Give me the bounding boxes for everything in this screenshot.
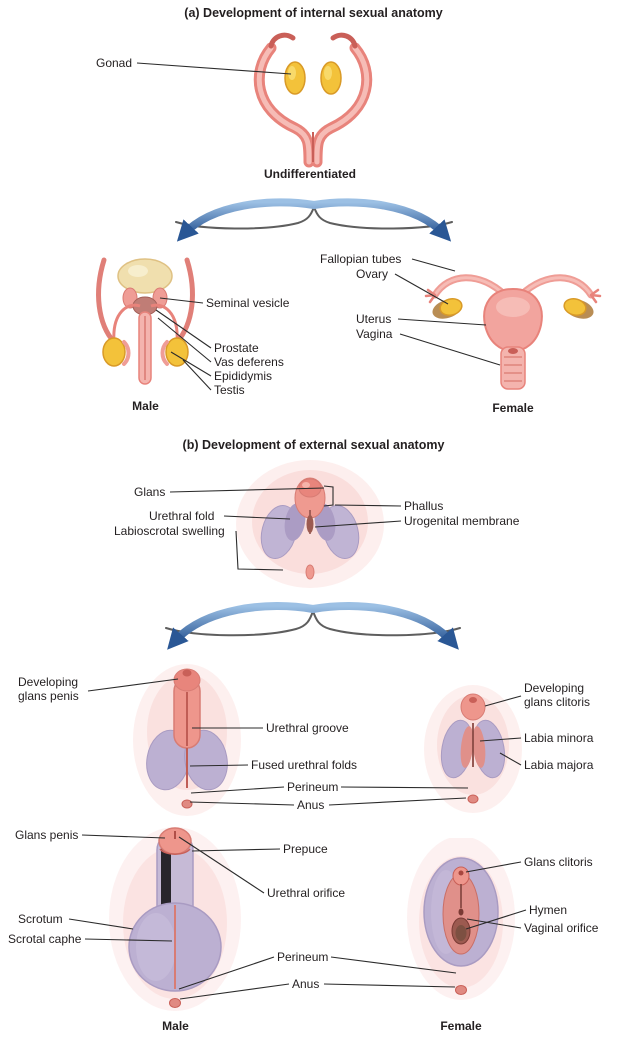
label-fused-urethral-folds: Fused urethral folds bbox=[251, 758, 358, 772]
labia-minora-left bbox=[460, 726, 474, 768]
label-hymen: Hymen bbox=[529, 903, 568, 917]
duct-left bbox=[96, 257, 117, 345]
cervix bbox=[508, 348, 518, 354]
label-fallopian-tubes: Fallopian tubes bbox=[320, 252, 402, 266]
label-developing-glans-clitoris: Developing glans clitoris bbox=[524, 681, 591, 710]
section-b-title: (b) Development of external sexual anato… bbox=[182, 438, 445, 452]
label-urethral-fold: Urethral fold bbox=[149, 509, 215, 523]
vas-deferens-left bbox=[112, 303, 141, 343]
arrow-left-icon bbox=[167, 602, 317, 650]
uterus-highlight bbox=[496, 297, 530, 317]
male-final-figure bbox=[109, 827, 241, 1011]
label-urogenital-membrane: Urogenital membrane bbox=[404, 514, 520, 528]
label-scrotal-raphe: Scrotal caphe bbox=[8, 932, 82, 946]
duct-hook-left bbox=[268, 32, 296, 49]
fimbriae-right bbox=[589, 288, 602, 304]
glans-clitoris bbox=[452, 866, 470, 886]
label-labioscrotal-swelling: Labioscrotal swelling bbox=[114, 524, 225, 538]
undifferentiated-internal-figure bbox=[253, 32, 373, 168]
label-uterus: Uterus bbox=[356, 312, 392, 326]
female-final-figure bbox=[407, 838, 515, 1000]
caption-male-final: Male bbox=[162, 1019, 189, 1033]
label-anus-final: Anus bbox=[292, 977, 320, 991]
glans-tip bbox=[182, 669, 192, 677]
anus bbox=[181, 799, 193, 809]
anus bbox=[467, 794, 479, 804]
caption-female-final: Female bbox=[440, 1019, 482, 1033]
arrow-left-icon bbox=[176, 198, 318, 242]
branch-arrows-a bbox=[175, 198, 453, 242]
arrow-right-icon bbox=[310, 198, 452, 242]
label-vas-deferens: Vas deferens bbox=[214, 355, 284, 369]
label-labia-minora: Labia minora bbox=[524, 731, 594, 745]
duct-right bbox=[174, 257, 195, 345]
ovary-right bbox=[563, 298, 587, 316]
label-labia-majora: Labia majora bbox=[524, 758, 594, 772]
gonad-left bbox=[284, 61, 306, 95]
testis-left bbox=[102, 337, 126, 367]
female-internal-figure bbox=[424, 274, 602, 390]
label-testis: Testis bbox=[214, 383, 245, 397]
gonad-right bbox=[320, 61, 342, 95]
undifferentiated-external-figure bbox=[236, 460, 384, 588]
gonad-highlight bbox=[288, 66, 296, 80]
bladder-highlight bbox=[128, 265, 148, 277]
gonad-highlight bbox=[324, 66, 332, 80]
label-urethral-orifice: Urethral orifice bbox=[267, 886, 346, 900]
label-phallus: Phallus bbox=[404, 499, 444, 513]
label-glans-clitoris: Glans clitoris bbox=[524, 855, 593, 869]
female-intermediate-figure bbox=[424, 685, 522, 813]
labia-minora-right bbox=[472, 726, 486, 768]
label-vagina: Vagina bbox=[356, 327, 393, 341]
label-ovary: Ovary bbox=[356, 267, 389, 281]
label-anus-mid: Anus bbox=[297, 798, 325, 812]
male-internal-figure bbox=[96, 257, 195, 385]
scrotum-highlight bbox=[136, 913, 176, 981]
glans bbox=[298, 478, 322, 498]
label-vaginal-orifice: Vaginal orifice bbox=[524, 921, 599, 935]
label-prostate: Prostate bbox=[214, 341, 259, 355]
label-prepuce: Prepuce bbox=[283, 842, 328, 856]
label-perineum-final: Perineum bbox=[277, 950, 329, 964]
arrow-right-icon bbox=[309, 602, 459, 650]
label-urethral-groove: Urethral groove bbox=[266, 721, 349, 735]
label-perineum-mid: Perineum bbox=[287, 780, 339, 794]
tail-bud bbox=[305, 564, 315, 580]
anus bbox=[169, 998, 181, 1008]
duct-hook-right bbox=[330, 32, 358, 49]
hymen bbox=[455, 925, 467, 941]
label-epididymis: Epididymis bbox=[214, 369, 273, 383]
tube-highlight bbox=[519, 276, 593, 297]
glans-highlight bbox=[302, 482, 310, 488]
duct-right-highlight bbox=[314, 45, 370, 165]
label-scrotum: Scrotum bbox=[18, 912, 63, 926]
anus bbox=[455, 985, 467, 995]
developing-glans-clitoris bbox=[460, 693, 486, 721]
urethral-orifice bbox=[458, 908, 464, 916]
testis-right bbox=[165, 337, 189, 367]
shaft-highlight bbox=[161, 837, 171, 917]
section-a-title: (a) Development of internal sexual anato… bbox=[184, 6, 443, 20]
label-developing-glans-penis: Developing glans penis bbox=[18, 675, 79, 704]
label-glans: Glans bbox=[134, 485, 166, 499]
caption-female-internal: Female bbox=[492, 401, 534, 415]
epididymis-left bbox=[122, 340, 131, 366]
label-seminal-vesicle: Seminal vesicle bbox=[206, 296, 290, 310]
clitoris-tip bbox=[458, 870, 464, 876]
bladder bbox=[117, 258, 173, 294]
branch-arrows-b bbox=[165, 602, 461, 650]
urogenital-membrane bbox=[306, 515, 314, 533]
male-intermediate-figure bbox=[133, 664, 241, 816]
clitoris-tip bbox=[469, 697, 477, 703]
caption-undifferentiated: Undifferentiated bbox=[263, 167, 356, 181]
caption-male-internal: Male bbox=[132, 399, 159, 413]
label-gonad: Gonad bbox=[96, 56, 133, 70]
label-glans-penis: Glans penis bbox=[15, 828, 79, 842]
